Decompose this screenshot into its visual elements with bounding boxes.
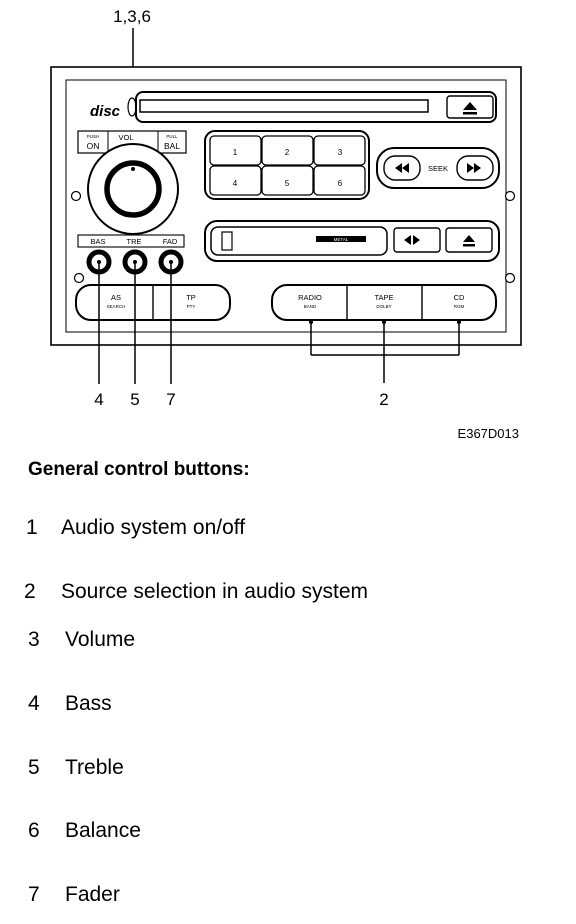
- legend-num: 3: [28, 628, 40, 651]
- legend-text: Bass: [65, 692, 112, 715]
- legend-item-3: 3 Volume: [28, 628, 135, 652]
- legend-num: 4: [28, 692, 40, 715]
- legend-text: Audio system on/off: [61, 516, 246, 539]
- tape-window-text: METAL: [334, 237, 349, 242]
- legend-text: Volume: [65, 628, 136, 651]
- fast-forward-icon: [467, 163, 481, 173]
- legend-item-2: 2 Source selection in audio system: [24, 580, 368, 604]
- tape-direction-button[interactable]: [393, 227, 441, 253]
- legend-num: 2: [24, 580, 36, 603]
- seek-back-button[interactable]: [383, 155, 421, 181]
- source-panel: [271, 284, 497, 321]
- callout-1-3-6: 1,3,6: [113, 7, 151, 26]
- legend-heading: General control buttons:: [28, 459, 250, 480]
- tape-eject-icon: [463, 235, 475, 242]
- cd-slot: [139, 99, 429, 113]
- legend-text: Balance: [65, 819, 141, 842]
- callout-7: 7: [166, 390, 175, 409]
- bas-label: BAS: [90, 237, 105, 246]
- tape-window: [316, 236, 366, 242]
- seek-label: SEEK: [428, 164, 448, 173]
- callout-dot-knob: [131, 167, 135, 171]
- as-sub-label: SEARCH: [107, 304, 126, 309]
- preset-button-5[interactable]: 5: [261, 165, 314, 196]
- legend-num: 7: [28, 883, 40, 906]
- volume-knob[interactable]: [104, 160, 162, 218]
- fad-label: FAD: [163, 237, 178, 246]
- tape-label: TAPE: [374, 293, 393, 302]
- cassette-slot: [210, 226, 388, 256]
- legend-text: Treble: [65, 756, 124, 779]
- legend-item-1: 1 Audio system on/off: [26, 516, 245, 540]
- preset-button-6[interactable]: 6: [313, 165, 366, 196]
- radio-band-button[interactable]: RADIO BAND: [298, 293, 322, 309]
- cassette-door: [221, 231, 233, 251]
- eject-bar: [463, 112, 477, 115]
- svg-text:2: 2: [285, 148, 290, 157]
- vol-label: VOL: [118, 133, 133, 142]
- legend-text: Fader: [65, 883, 120, 906]
- callout-4: 4: [94, 390, 103, 409]
- pull-label: PULL: [166, 134, 178, 139]
- seek-forward-button[interactable]: [456, 155, 494, 181]
- mount-hole-left-top: [70, 190, 82, 202]
- radio-sub-label: BAND: [304, 304, 317, 309]
- figure-code: E367D013: [458, 426, 519, 441]
- preset-button-2[interactable]: 2: [261, 135, 314, 166]
- as-search-button[interactable]: AS SEARCH: [80, 288, 151, 317]
- legend-num: 5: [28, 756, 40, 779]
- mount-hole-left-bottom: [73, 272, 85, 284]
- tape-button[interactable]: TAPE DOLBY: [374, 293, 393, 309]
- tape-sub-label: DOLBY: [376, 304, 391, 309]
- preset-button-1[interactable]: 1: [209, 135, 262, 166]
- callout-2: 2: [379, 390, 388, 409]
- push-label: PUSH: [87, 134, 100, 139]
- tp-sub-label: PTY: [187, 304, 196, 309]
- cd-sub-label: ROM: [454, 304, 465, 309]
- mount-hole-right-bottom: [504, 272, 516, 284]
- legend-text: Source selection in audio system: [61, 580, 368, 603]
- legend-num: 1: [26, 516, 38, 539]
- legend-item-4: 4 Bass: [28, 692, 112, 716]
- disc-logo: disc: [90, 103, 121, 120]
- eject-icon: [463, 102, 477, 110]
- rewind-icon: [395, 163, 409, 173]
- on-label: ON: [87, 141, 100, 151]
- svg-text:4: 4: [233, 179, 238, 188]
- svg-text:6: 6: [338, 179, 343, 188]
- preset-button-3[interactable]: 3: [313, 135, 366, 166]
- as-label: AS: [111, 293, 121, 302]
- legend-item-5: 5 Treble: [28, 756, 124, 780]
- mount-hole-right-top: [504, 190, 516, 202]
- cd-button[interactable]: CD ROM: [454, 293, 465, 309]
- svg-text:3: 3: [338, 148, 343, 157]
- tape-direction-icon: [404, 235, 420, 245]
- preset-button-4[interactable]: 4: [209, 165, 262, 196]
- callout-5: 5: [130, 390, 139, 409]
- tape-eject-button[interactable]: [445, 227, 493, 253]
- radio-diagram: 1,3,6 disc PUSH ON VOL PULL BAL 1 2 3 4: [50, 7, 522, 441]
- legend-num: 6: [28, 819, 40, 842]
- svg-text:1: 1: [233, 148, 238, 157]
- cd-label: CD: [454, 293, 465, 302]
- tp-button[interactable]: TP PTY: [155, 288, 226, 317]
- svg-text:5: 5: [285, 179, 290, 188]
- bal-label: BAL: [164, 141, 180, 151]
- legend-item-7: 7 Fader: [28, 883, 120, 907]
- radio-label: RADIO: [298, 293, 322, 302]
- legend-item-6: 6 Balance: [28, 819, 141, 843]
- tre-label: TRE: [127, 237, 142, 246]
- tone-label-bar: [77, 234, 185, 248]
- tp-label: TP: [186, 293, 196, 302]
